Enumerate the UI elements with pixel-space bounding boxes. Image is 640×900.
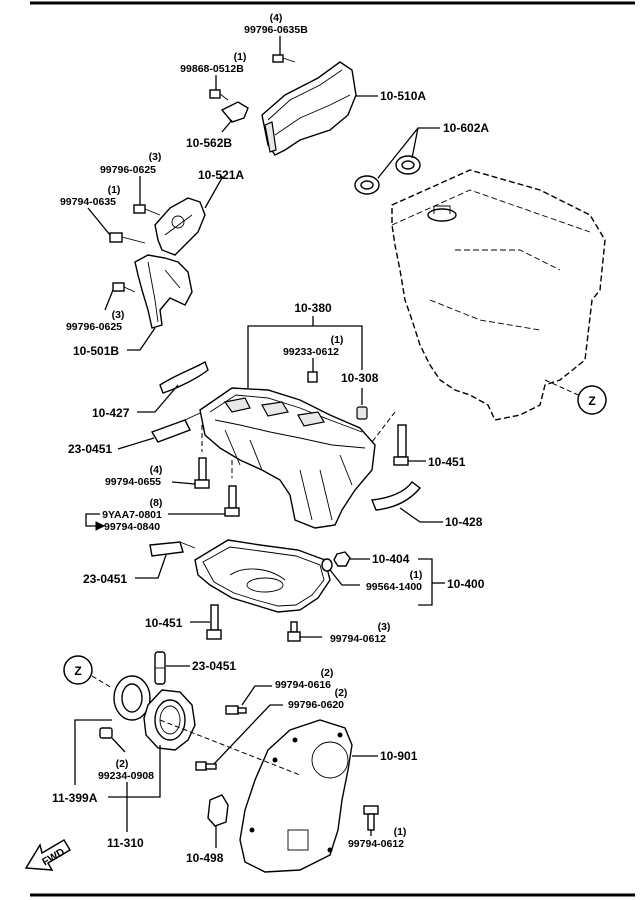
label-99564-1400: 99564-1400 [366,581,422,593]
bolt-99794-0655 [194,457,210,489]
label-99794-0655: 99794-0655 [105,476,161,488]
bolt-99794-0612-b [363,805,379,831]
label-99794-0635: 99794-0635 [60,196,116,208]
label-10-562b: 10-562B [186,136,232,150]
label-10-602a: 10-602A [443,121,489,135]
label-10-451-a: 10-451 [428,455,466,469]
qty-99796-0620: (2) [335,687,348,699]
label-99794-0840: 99794-0840 [104,521,160,533]
bolt-99794-0616 [225,705,247,715]
pin-99234-0908 [99,727,113,739]
qty-99564-1400: (1) [410,569,423,581]
qty-99234-0908: (2) [116,758,129,770]
label-11-399a: 11-399A [52,791,98,805]
lower-timing-cover [134,254,193,329]
bolt-99868-0512b [209,89,229,101]
upper-oil-pan [199,387,376,529]
label-10-380: 10-380 [294,301,332,315]
sealant-tube-c [154,651,166,685]
label-10-308: 10-308 [341,371,379,385]
label-9yaa7-0801: 9YAA7-0801 [102,509,162,521]
seal-10-428 [371,481,422,511]
label-99234-0908: 99234-0908 [98,770,154,782]
label-99796-0635b: 99796-0635B [244,24,308,36]
label-11-310: 11-310 [107,836,144,850]
part-10-498 [207,794,229,827]
lower-oil-pan [194,539,331,613]
end-plate-10-901 [239,719,353,873]
rear-seal-housing [143,689,196,751]
bolt-99796-0635b [272,54,296,63]
label-99794-0612-b: 99794-0612 [348,838,404,850]
qty-99796-0625-bot: (3) [112,309,125,321]
label-99233-0612: 99233-0612 [283,346,339,358]
bolt-99794-0612-a [287,621,301,642]
label-10-427: 10-427 [92,406,130,420]
z-ref-1: Z [588,394,595,408]
label-99868-0512b: 99868-0512B [180,63,244,75]
qty-99796-0635b: (4) [270,12,283,24]
oil-seal-pair [354,155,421,195]
label-10-901: 10-901 [380,749,418,763]
label-99794-0616: 99794-0616 [275,679,331,691]
seal-10-427 [159,360,209,394]
drain-plug [333,551,351,567]
engine-block [391,169,606,421]
bolt-99796-0620 [195,761,217,771]
label-10-451-b: 10-451 [145,616,183,630]
middle-timing-cover [154,197,206,256]
qty-9yaa7-0801: (8) [150,497,163,509]
label-99796-0625-bot: 99796-0625 [66,321,122,333]
sealant-tube-a [150,412,201,443]
washer-99564-1400 [321,558,333,572]
z-ref-2: Z [74,664,81,678]
label-10-501b: 10-501B [73,344,119,358]
z-callout-2: Z [63,655,93,685]
label-10-400: 10-400 [447,577,485,591]
qty-99794-0612-b: (1) [394,826,407,838]
qty-99794-0612-a: (3) [378,621,391,633]
label-99794-0612-a: 99794-0612 [330,633,386,645]
label-23-0451-a: 23-0451 [68,442,112,456]
plug-99233-0612 [307,371,318,383]
bolt-10-451-b [206,604,222,640]
label-23-0451-c: 23-0451 [192,659,236,673]
qty-99796-0625-top: (3) [149,151,162,163]
z-callout-1: Z [577,385,607,415]
label-10-521a: 10-521A [198,168,244,182]
bracket-10-562b [220,101,249,123]
label-10-404: 10-404 [372,552,410,566]
label-99796-0625-top: 99796-0625 [100,164,156,176]
label-10-498: 10-498 [186,851,224,865]
qty-99868-0512b: (1) [234,51,247,63]
fwd-arrow: FWD [24,838,72,871]
label-99796-0620: 99796-0620 [288,699,344,711]
bolt-99796-0625-bot [112,282,136,293]
bolt-99796-0625-top [133,204,161,216]
qty-99794-0616: (2) [321,667,334,679]
label-23-0451-b: 23-0451 [83,572,127,586]
sealant-tube-b [149,541,196,557]
label-10-428: 10-428 [445,515,483,529]
qty-99794-0655: (4) [150,464,163,476]
label-10-510a: 10-510A [380,89,426,103]
qty-99794-0635: (1) [108,184,121,196]
bolt-10-451-a [393,424,409,466]
rear-oil-seal [113,675,151,721]
upper-timing-cover [261,61,357,156]
part-10-308 [356,406,368,420]
bolt-99794-0635 [109,232,146,244]
bolt-9yaa7-0801 [224,485,240,517]
qty-99233-0612: (1) [331,334,344,346]
